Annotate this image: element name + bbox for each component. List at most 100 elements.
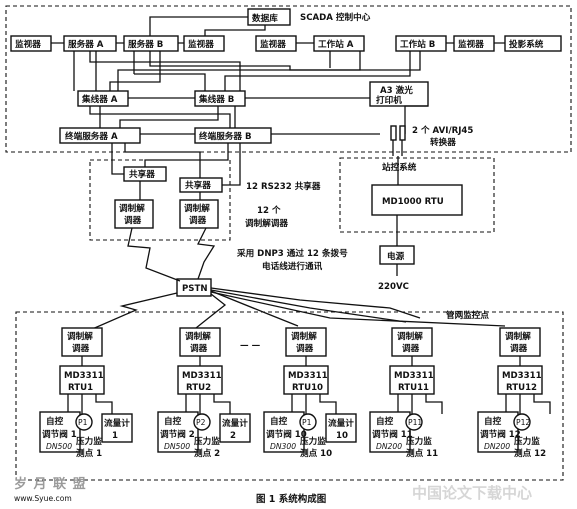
svg-text:电源: 电源 (387, 250, 405, 262)
field-flowmeter-label: 流量计 (104, 417, 130, 429)
network-note-1: 采用 DNP3 通过 12 条拨号 (236, 247, 348, 259)
watermark-left: 岁 月 联 盟 (14, 476, 87, 492)
field-valve-box (263, 411, 305, 453)
svg-text:共享器: 共享器 (185, 179, 211, 191)
field-pressure-label: 压力监 (194, 435, 220, 447)
field-region (15, 311, 564, 481)
field-pressure-label: 测点 12 (514, 447, 546, 459)
field-valve-box (477, 411, 519, 453)
modem-note-1: 12 个 (257, 204, 281, 216)
svg-text:调器: 调器 (124, 214, 142, 226)
field-rtu-id: RTU2 (186, 383, 211, 393)
field-rtu-model: MD3311 (288, 371, 328, 381)
watermark-right: 中国论文下载中心 (412, 484, 532, 502)
power-voltage: 220VC (378, 282, 409, 292)
field-pressure-id: P1 (78, 418, 88, 427)
field-modem-label: 调器 (402, 342, 420, 354)
field-flowmeter-box (219, 413, 251, 443)
svg-text:终端服务器 A: 终端服务器 A (65, 130, 118, 142)
svg-text:A3 激光: A3 激光 (380, 84, 413, 96)
field-pressure-label: 压力监 (406, 435, 432, 447)
field-pressure-id: P12 (516, 418, 530, 427)
laser-printer-node: A3 激光 打印机 (369, 81, 429, 107)
field-valve-dn: DN500 (164, 442, 190, 451)
field-modem-box (391, 327, 433, 357)
svg-text:MD1000 RTU: MD1000 RTU (382, 197, 444, 207)
converter-label: 2 个 AVI/RJ45 (412, 124, 473, 136)
field-valve-dn: DN200 (376, 442, 402, 451)
svg-text:工作站 B: 工作站 B (400, 38, 435, 50)
database-node: 数据库 (247, 8, 291, 26)
field-modem-label: 调制解 (67, 330, 93, 342)
field-modem-box (285, 327, 327, 357)
field-valve-label: 自控 (376, 415, 394, 427)
field-rtu-box (497, 365, 543, 395)
svg-text:打印机: 打印机 (376, 94, 402, 106)
field-pressure-label: 压力监 (76, 435, 102, 447)
pressure-sensor-icon (299, 413, 317, 431)
power-node: 电源 (379, 245, 415, 265)
modem-note-2: 调制解调器 (245, 217, 288, 229)
field-pressure-label: 测点 11 (406, 447, 438, 459)
svg-text:集线器 A: 集线器 A (81, 93, 118, 105)
field-modem-label: 调制解 (505, 330, 531, 342)
field-pressure-id: P1 (302, 418, 312, 427)
svg-text:监视器: 监视器 (15, 38, 41, 50)
field-modem-label: 调器 (190, 342, 208, 354)
field-rtu-box (283, 365, 329, 395)
svg-text:集线器 B: 集线器 B (198, 93, 234, 105)
scada-region (5, 5, 572, 153)
sharer-1-node: 共享器 (123, 166, 167, 182)
network-note-2: 电话线进行通讯 (262, 260, 323, 272)
field-modem-label: 调制解 (397, 330, 423, 342)
terminal-server-b-node: 终端服务器 B (194, 127, 272, 144)
field-flowmeter-box (325, 413, 357, 443)
field-rtu-model: MD3311 (502, 371, 542, 381)
field-valve-dn: DN200 (484, 442, 510, 451)
converter-label-2: 转换器 (430, 136, 456, 148)
monitor-3-node: 监视器 (255, 35, 297, 52)
field-modem-label: 调制解 (291, 330, 317, 342)
field-valve-label: 自控 (164, 415, 182, 427)
field-rtu-id: RTU1 (68, 383, 93, 393)
svg-text:服务器 B: 服务器 B (128, 38, 163, 50)
field-valve-box (39, 411, 81, 453)
field-valve-label: 调节阀 2 (160, 428, 195, 440)
projection-system-node: 投影系统 (504, 35, 562, 52)
field-pressure-label: 压力监 (300, 435, 326, 447)
field-dash-marks: — — (240, 341, 261, 351)
workstation-b-node: 工作站 B (395, 35, 447, 52)
field-pressure-label: 压力监 (514, 435, 540, 447)
field-rtu-model: MD3311 (182, 371, 222, 381)
field-valve-box (369, 411, 411, 453)
modem-1-node: 调制解 调器 (114, 199, 154, 229)
sharer-note: 12 RS232 共享器 (246, 180, 321, 192)
field-valve-label: 调节阀 10 (266, 428, 307, 440)
svg-text:投影系统: 投影系统 (509, 38, 544, 50)
svg-text:工作站 A: 工作站 A (318, 38, 354, 50)
field-rtu-box (59, 365, 105, 395)
svg-text:调器: 调器 (189, 214, 207, 226)
svg-text:调制解: 调制解 (184, 202, 210, 214)
svg-text:调制解: 调制解 (119, 202, 145, 214)
watermark-left-url: www.Syue.com (14, 494, 72, 503)
svg-text:共享器: 共享器 (129, 168, 155, 180)
field-modem-label: 调器 (72, 342, 90, 354)
converter-node (390, 125, 406, 156)
field-valve-label: 调节阀 12 (480, 428, 521, 440)
svg-text:监视器: 监视器 (458, 38, 484, 50)
svg-text:服务器 A: 服务器 A (68, 38, 104, 50)
figure-caption: 图 1 系统构成图 (256, 493, 326, 505)
field-flowmeter-box (101, 413, 133, 443)
pressure-sensor-icon (513, 413, 531, 431)
field-flowmeter-label: 2 (230, 431, 236, 441)
pressure-sensor-icon (193, 413, 211, 431)
svg-text:监视器: 监视器 (260, 38, 286, 50)
terminal-server-a-node: 终端服务器 A (59, 127, 141, 144)
workstation-a-node: 工作站 A (313, 35, 365, 52)
field-title: 管网监控点 (446, 309, 489, 321)
scada-title: SCADA 控制中心 (300, 11, 371, 23)
